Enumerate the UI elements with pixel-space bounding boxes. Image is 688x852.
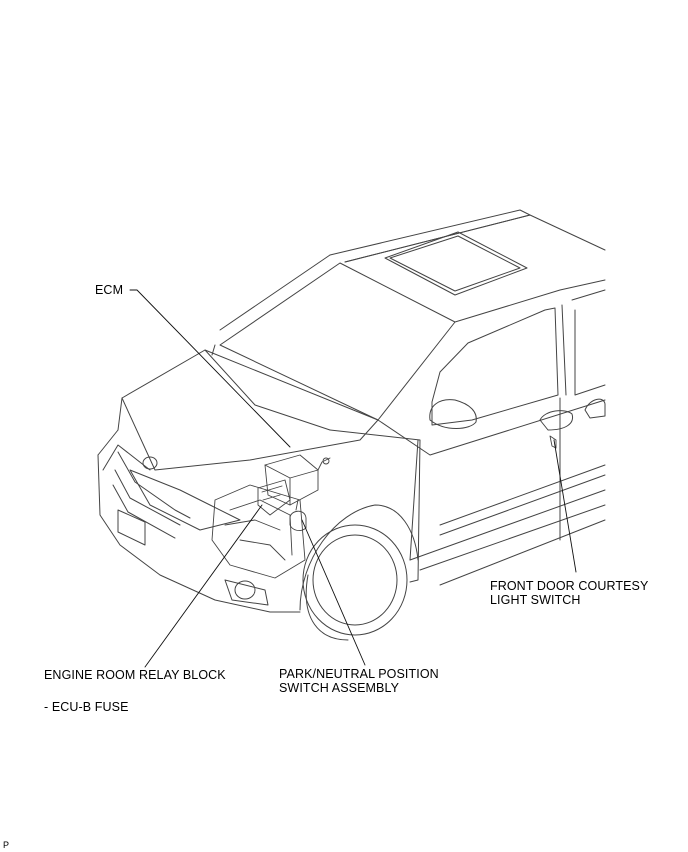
vehicle-outline xyxy=(97,209,606,641)
figure-code: P xyxy=(3,840,10,850)
engine-room-relay-block-label: ENGINE ROOM RELAY BLOCK xyxy=(44,668,226,682)
ecm-label: ECM xyxy=(95,283,124,297)
front-door-courtesy-label-line2: LIGHT SWITCH xyxy=(490,593,581,607)
park-neutral-label-line2: SWITCH ASSEMBLY xyxy=(279,681,400,695)
relay-block-leader xyxy=(144,504,263,668)
park-neutral-switch-icon xyxy=(289,510,307,532)
ecm-box-icon xyxy=(264,454,319,506)
leader-lines xyxy=(129,289,577,668)
engine-components xyxy=(211,435,557,579)
front-door-courtesy-label-line1: FRONT DOOR COURTESY xyxy=(490,579,649,593)
park-switch-leader xyxy=(301,519,366,666)
ecm-leader xyxy=(129,289,291,448)
ecu-b-fuse-label: - ECU-B FUSE xyxy=(44,700,129,714)
door-switch-leader xyxy=(553,439,577,573)
park-neutral-label-line1: PARK/NEUTRAL POSITION xyxy=(279,667,439,681)
relay-block-icon xyxy=(257,479,291,516)
door-switch-icon xyxy=(549,435,557,449)
